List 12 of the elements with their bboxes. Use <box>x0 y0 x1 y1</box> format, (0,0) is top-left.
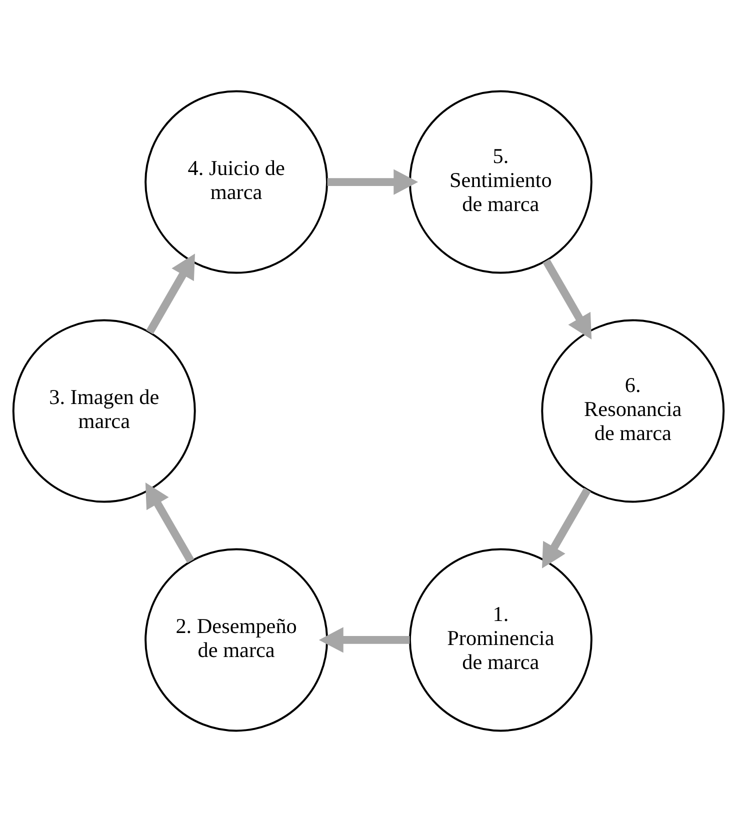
node-circle: 1. Prominencia de marca <box>408 548 592 732</box>
arrow <box>318 627 410 653</box>
arrow <box>145 482 194 564</box>
node-circle: 3. Imagen de marca <box>12 319 196 503</box>
arrow <box>542 488 591 568</box>
node-circle: 5. Sentimiento de marca <box>408 90 592 274</box>
arrow <box>327 169 418 195</box>
arrow <box>542 258 592 340</box>
node-circle: 6. Resonancia de marca <box>541 319 725 503</box>
arrow <box>146 254 195 334</box>
node-circle: 2. Desempeño de marca <box>144 548 328 732</box>
node-circle: 4. Juicio de marca <box>144 90 328 274</box>
